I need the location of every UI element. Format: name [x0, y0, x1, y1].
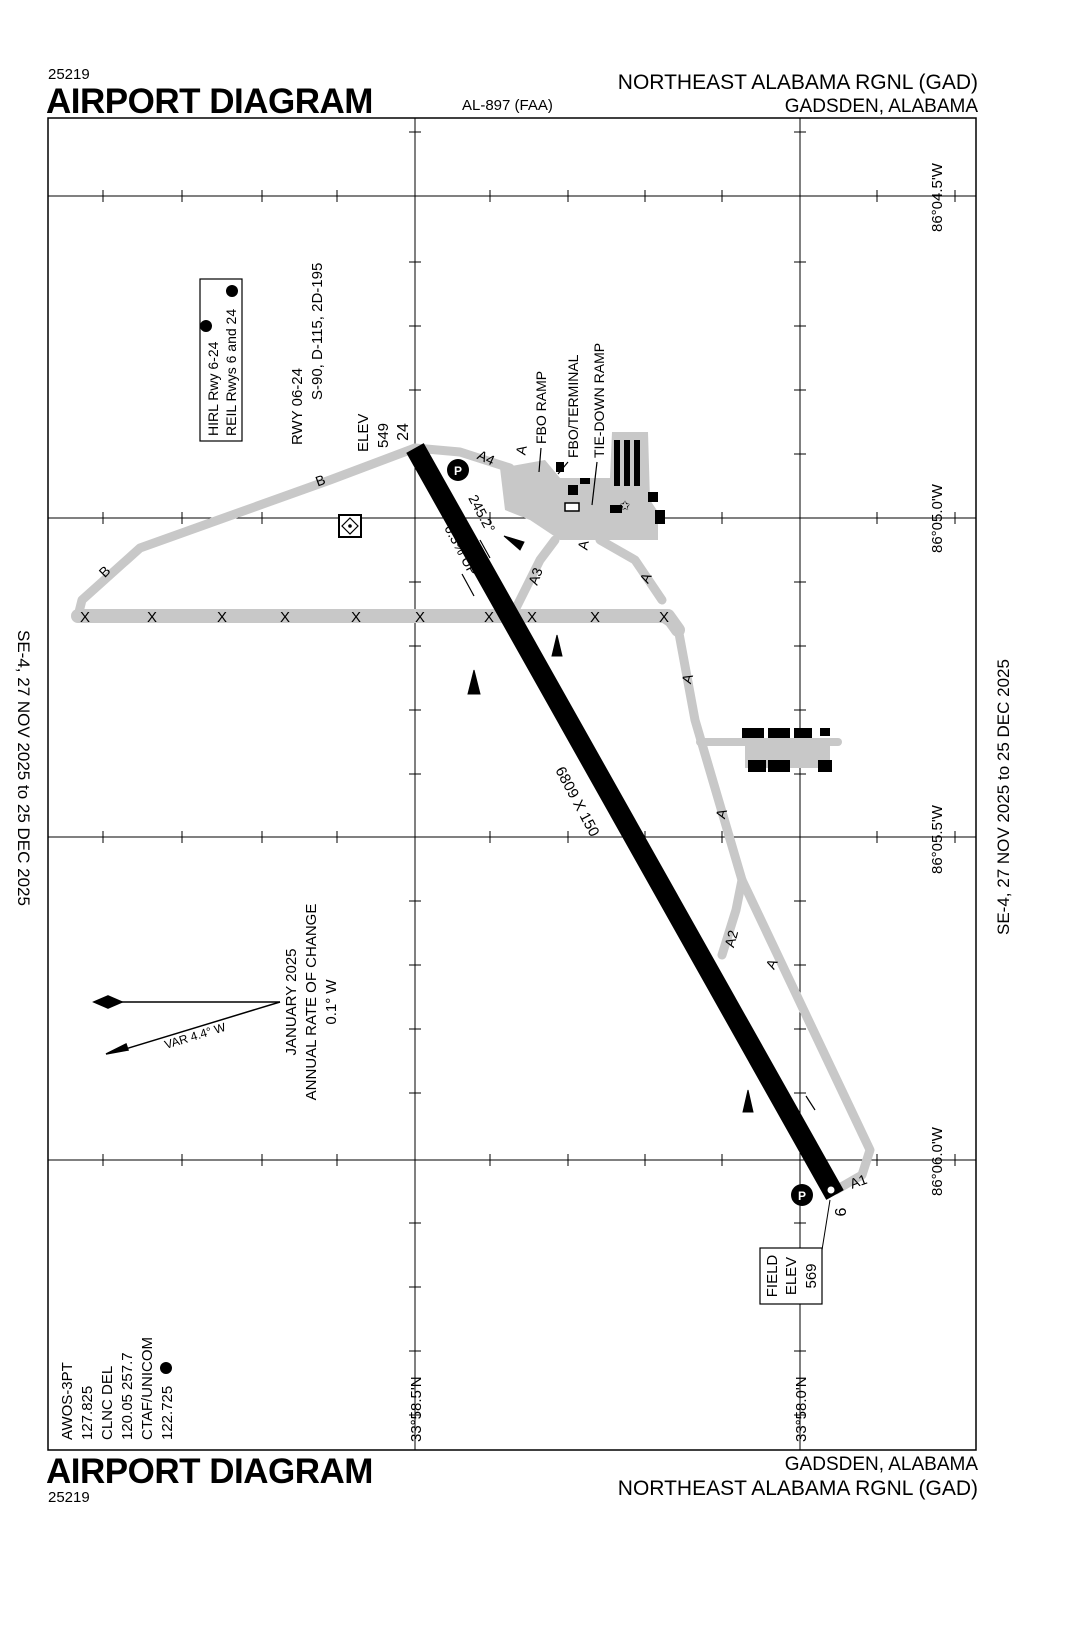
- awos-frequency: 127.825: [79, 1386, 96, 1440]
- runway-6-threshold-dot: [827, 1186, 835, 1194]
- procedure-id: AL-897 (FAA): [462, 97, 553, 114]
- clnc-frequency: 120.05 257.7: [119, 1352, 136, 1440]
- chart-number-bottom: 25219: [48, 1489, 90, 1506]
- city-state-top: GADSDEN, ALABAMA: [784, 96, 978, 117]
- taxiway-labels: B B A4 A A A A A A A3 A2 A1: [96, 443, 870, 1191]
- coordinate-labels: 86°04.5'W 86°05.0'W 86°05.5'W 86°06.0'W …: [408, 162, 946, 1442]
- ctaf-pcl-icon: [160, 1362, 172, 1374]
- field-elev-label-2: ELEV: [783, 1257, 800, 1295]
- closed-x-8: X: [527, 609, 537, 626]
- runway-end-6-label: 6: [833, 1207, 850, 1216]
- elev-24-label: ELEV: [355, 414, 372, 452]
- taxiway-a3-label: A3: [525, 565, 546, 587]
- taxiway-a: [655, 611, 875, 1195]
- parking-label-24: P: [454, 464, 462, 478]
- magnetic-rate-block: JANUARY 2025 ANNUAL RATE OF CHANGE 0.1° …: [283, 904, 340, 1101]
- ctaf-frequency: 122.725: [159, 1386, 176, 1440]
- closed-taxiway-marks: X X X X X X X X X X: [80, 609, 669, 626]
- lighting-line-2: REIL Rwys 6 and 24: [223, 309, 239, 436]
- parking-label-6: P: [798, 1189, 806, 1203]
- pcl-icon-2: [226, 285, 238, 297]
- parking-symbol-6: [791, 1184, 813, 1206]
- magnetic-variation-arrows: [92, 995, 281, 1055]
- lighting-info-box: [199, 278, 243, 442]
- variation-rate: 0.1° W: [323, 979, 340, 1025]
- communications-block: AWOS-3PT 127.825 CLNC DEL 120.05 257.7 C…: [59, 1337, 176, 1440]
- city-state-bottom: GADSDEN, ALABAMA: [784, 1454, 978, 1475]
- runway-end-24-label: 24: [395, 423, 412, 441]
- buildings: [556, 440, 832, 772]
- variation-rate-label: ANNUAL RATE OF CHANGE: [303, 904, 320, 1101]
- runway-title: RWY 06-24: [289, 368, 306, 445]
- taxiway-a2: [717, 875, 747, 960]
- lon-label-2: 86°05.0'W: [929, 483, 946, 553]
- awos-label: AWOS-3PT: [59, 1362, 76, 1440]
- taxiway-a4: [410, 443, 515, 473]
- elev-24-value: 549: [375, 423, 392, 448]
- taxiway-b: [73, 443, 420, 621]
- ctaf-label: CTAF/UNICOM: [139, 1337, 156, 1440]
- ramp-labels: FBO RAMP FBO/TERMINAL TIE-DOWN RAMP: [533, 343, 607, 458]
- taxiway-a1-label: A1: [848, 1171, 870, 1192]
- field-elev-value: 569: [803, 1263, 820, 1288]
- runway-06-24: [406, 443, 844, 1200]
- field-elev-pointer: [821, 1199, 831, 1251]
- chart-number-top: 25219: [48, 66, 90, 83]
- lon-label-1: 86°04.5'W: [929, 162, 946, 232]
- taxiway-a-upper: [595, 535, 667, 605]
- heading-6-arrow-line: [805, 1095, 816, 1111]
- slope-arrow-line: [461, 573, 475, 597]
- taxiway-a4-label: A4: [475, 447, 497, 469]
- terminal-building: [564, 502, 580, 512]
- closed-x-3: X: [217, 609, 227, 626]
- field-elev-text: FIELD ELEV 569: [764, 1255, 820, 1298]
- closed-x-9: X: [590, 609, 600, 626]
- lon-label-3: 86°05.5'W: [929, 804, 946, 874]
- closed-x-7: X: [484, 609, 494, 626]
- field-elev-box: [759, 1247, 823, 1305]
- closed-x-5: X: [351, 609, 361, 626]
- taxiway-a2-label: A2: [721, 928, 741, 949]
- lighting-line-1: HIRL Rwy 6-24: [205, 341, 221, 436]
- lat-label-2: 33°58.0'N: [793, 1376, 810, 1442]
- closed-x-6: X: [415, 609, 425, 626]
- runway-strength: S-90, D-115, 2D-195: [309, 263, 326, 400]
- closed-x-10: X: [659, 609, 669, 626]
- fbo-ramp-label: FBO RAMP: [533, 371, 549, 444]
- airport-name-bottom: NORTHEAST ALABAMA RGNL (GAD): [617, 1477, 978, 1500]
- field-elev-label-1: FIELD: [764, 1255, 781, 1298]
- runway-info-block: RWY 06-24 S-90, D-115, 2D-195: [289, 263, 326, 445]
- ramp-pointers: [538, 447, 598, 506]
- chart-title-bottom: AIRPORT DIAGRAM: [46, 1452, 373, 1491]
- magnetic-variation-label: VAR 4.4° W: [163, 1020, 228, 1052]
- heading-24-arrow-line: [479, 539, 491, 559]
- lat-lon-grid: [48, 118, 976, 1450]
- closed-taxiway: [71, 609, 685, 637]
- clnc-label: CLNC DEL: [99, 1366, 116, 1440]
- fbo-terminal-label: FBO/TERMINAL: [565, 354, 581, 458]
- parking-symbol-24: [447, 459, 469, 481]
- chart-title-top: AIRPORT DIAGRAM: [46, 82, 373, 121]
- pcl-icon-1: [200, 320, 212, 332]
- closed-x-4: X: [280, 609, 290, 626]
- taxiway-a3: [510, 535, 560, 615]
- airport-name-top: NORTHEAST ALABAMA RGNL (GAD): [617, 71, 978, 94]
- lat-label-1: 33°58.5'N: [408, 1376, 425, 1442]
- closed-x-2: X: [147, 609, 157, 626]
- variation-date: JANUARY 2025: [283, 948, 300, 1055]
- navaid-symbol: [338, 514, 362, 538]
- closed-x-1: X: [80, 609, 90, 626]
- lon-label-4: 86°06.0'W: [929, 1126, 946, 1196]
- tiedown-ramp-label: TIE-DOWN RAMP: [591, 343, 607, 458]
- taxiway-a-label-apron: A: [574, 538, 591, 551]
- beacon-symbol: ✩: [620, 498, 631, 513]
- wind-cones: [467, 535, 754, 1113]
- chart-frame: [47, 117, 977, 1451]
- taxiway-a-label-ramp: A: [512, 443, 529, 456]
